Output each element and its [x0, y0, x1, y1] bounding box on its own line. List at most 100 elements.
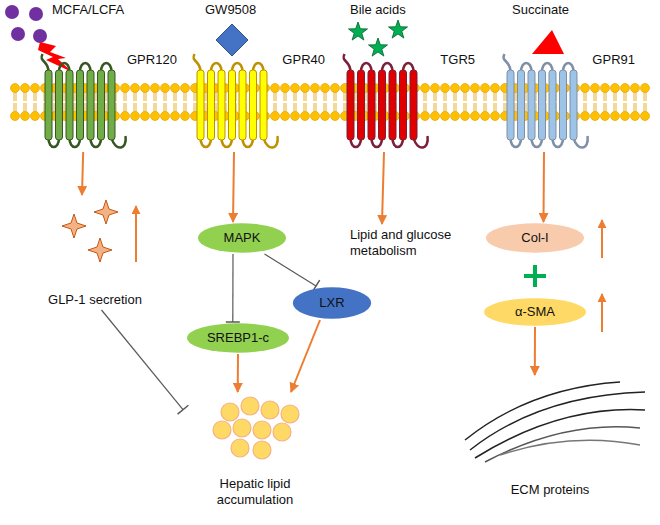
activation-arrow — [543, 152, 546, 222]
bile-acid-star — [368, 38, 387, 56]
activation-arrow — [82, 152, 83, 195]
inhibition-line — [102, 310, 184, 410]
signal-ellipse: MAPK — [197, 222, 287, 254]
fatty-acid-dot — [11, 27, 25, 41]
glp1-star — [62, 214, 86, 238]
fatty-acid-dot — [33, 29, 47, 43]
receptor-loop — [344, 54, 351, 72]
signal-ellipse: LXR — [292, 286, 372, 320]
signal-ellipse: Col-I — [485, 222, 585, 254]
receptor: GPR91 — [505, 52, 635, 152]
receptor-helix — [400, 70, 407, 140]
lightning-bolt — [38, 42, 72, 72]
lipid-droplet — [273, 423, 291, 441]
increase-arrow — [135, 206, 137, 262]
receptor-helix — [229, 70, 236, 140]
connector-group — [233, 152, 234, 222]
lipid-droplet — [253, 441, 271, 459]
receptor-helix — [379, 70, 386, 140]
connector-group — [237, 354, 238, 392]
outcome-node: Hepatic lipid accumulation — [183, 392, 327, 510]
node-text: LXR — [319, 295, 344, 311]
receptor-helix — [518, 70, 525, 140]
glp1-star — [88, 238, 112, 262]
lipid-droplet — [213, 421, 231, 439]
ecm-fiber — [485, 427, 640, 462]
connector-group — [291, 320, 320, 392]
signal-ellipse: SREBP1-c — [186, 322, 290, 354]
receptor-helix — [528, 70, 535, 140]
inhibition-line — [265, 254, 317, 286]
lipid-droplet — [253, 421, 271, 439]
signal-ellipse: α-SMA — [483, 297, 587, 327]
ellipse-shape — [484, 298, 586, 326]
ellipse-shape — [486, 223, 584, 252]
receptor-helix — [260, 70, 267, 140]
receptor-helix — [56, 70, 63, 140]
receptor: GPR40 — [195, 52, 325, 152]
ligand-label: Bile acids — [350, 2, 406, 18]
receptor-helix — [250, 70, 257, 140]
fatty-acid-dot — [29, 7, 43, 21]
ligand-label: Succinate — [512, 2, 569, 18]
ecm-fiber — [465, 382, 620, 440]
receptor-helix — [539, 70, 546, 140]
activation-arrow — [534, 327, 536, 375]
receptor-helix — [98, 70, 105, 140]
lipid-droplet — [241, 397, 259, 415]
lipid-droplet — [261, 401, 279, 419]
inhibition-bar — [226, 321, 240, 323]
connector-group — [102, 310, 189, 414]
node-text: Col-I — [521, 230, 548, 246]
receptor-helix — [570, 70, 577, 140]
lipid-droplet — [231, 439, 249, 457]
receptor-helix — [218, 70, 225, 140]
receptor-helix — [410, 70, 417, 140]
receptor-helix — [87, 70, 94, 140]
lipid-droplet — [233, 419, 251, 437]
inhibition-bar — [178, 405, 189, 414]
ellipse-shape — [293, 287, 371, 318]
receptor-helix — [197, 70, 204, 140]
node-text: GPR91 — [592, 52, 635, 68]
receptor-helix — [208, 70, 215, 140]
receptor-helix — [368, 70, 375, 140]
succinate-triangle — [532, 30, 564, 54]
plus-sign — [524, 265, 546, 287]
receptor-helix — [45, 70, 52, 140]
node-text: α-SMA — [515, 304, 555, 320]
fatty-acid-dot — [5, 5, 19, 19]
ellipse-shape — [198, 223, 286, 252]
node-text: TGR5 — [440, 52, 475, 68]
receptor-helix — [108, 70, 115, 140]
outcome-node: ECM proteins — [455, 375, 645, 500]
receptor-helix — [77, 70, 84, 140]
receptor-helix — [66, 70, 73, 140]
outcome-node: GLP-1 secretion — [30, 195, 160, 310]
activation-arrow — [291, 320, 320, 392]
glp1-stars — [62, 200, 118, 262]
outcome-text-node: Lipid and glucose metabolism — [350, 224, 489, 268]
receptor-helix — [358, 70, 365, 140]
agonist-diamond — [216, 24, 248, 56]
connector-group — [226, 254, 240, 322]
glp1-star — [94, 200, 118, 224]
activation-arrow — [382, 152, 384, 224]
increase-arrow — [601, 294, 603, 332]
receptor-helix — [239, 70, 246, 140]
connector-group — [534, 327, 535, 375]
lipid-droplet — [281, 405, 299, 423]
receptor-helix — [347, 70, 354, 140]
lipid-droplets — [213, 397, 299, 459]
ligand-label: GW9508 — [205, 2, 256, 18]
connector-group — [82, 152, 83, 195]
fatty-acid-dots — [5, 5, 47, 43]
ellipse-shape — [187, 323, 289, 352]
node-text: Hepatic lipid accumulation — [183, 476, 327, 508]
bile-acid-star — [388, 20, 407, 38]
node-text: Lipid and glucose metabolism — [350, 227, 489, 259]
receptor-helix — [507, 70, 514, 140]
receptor-helix — [560, 70, 567, 140]
receptor-helix — [389, 70, 396, 140]
node-text: SREBP1-c — [207, 330, 269, 346]
